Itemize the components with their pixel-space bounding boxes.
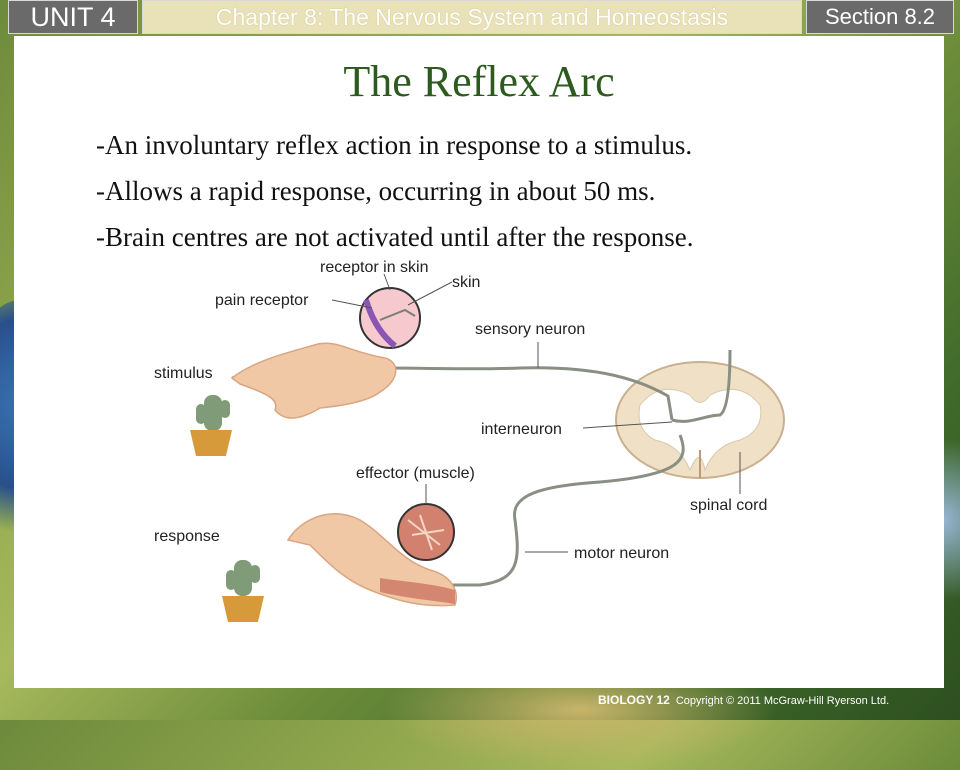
label-response: response xyxy=(154,528,220,545)
cactus-illustration xyxy=(222,560,264,622)
bullet-item: -Allows a rapid response, occurring in a… xyxy=(96,176,656,206)
label-effector: effector (muscle) xyxy=(356,465,475,482)
muscle-illustration xyxy=(380,578,455,604)
slide-panel: The Reflex Arc -An involuntary reflex ac… xyxy=(14,36,944,688)
slide-title: The Reflex Arc xyxy=(343,57,615,106)
bullet-item: -Brain centres are not activated until a… xyxy=(96,222,694,252)
label-sensory-neuron: sensory neuron xyxy=(475,321,585,338)
unit-box: UNIT 4 xyxy=(8,0,138,34)
label-spinal-cord: spinal cord xyxy=(690,497,767,514)
reflex-arc-diagram: receptor in skin skin pain receptor sens… xyxy=(154,259,785,622)
bullet-item: -An involuntary reflex action in respons… xyxy=(96,130,693,160)
footer-copyright: Copyright © 2011 McGraw-Hill Ryerson Ltd… xyxy=(675,695,890,707)
label-pain-receptor: pain receptor xyxy=(215,292,309,309)
leader-lines xyxy=(331,273,741,553)
label-stimulus: stimulus xyxy=(154,365,213,382)
footer-credit: BIOLOGY 12 Copyright © 2011 McGraw-Hill R… xyxy=(598,693,889,707)
label-motor-neuron: motor neuron xyxy=(574,545,669,562)
effector-inset xyxy=(397,503,455,561)
hand-illustration xyxy=(230,342,397,419)
receptor-inset xyxy=(359,287,421,349)
chapter-box: Chapter 8: The Nervous System and Homeos… xyxy=(142,0,802,34)
label-receptor-in-skin: receptor in skin xyxy=(320,259,429,276)
cactus-illustration xyxy=(190,395,232,456)
label-interneuron: interneuron xyxy=(481,421,562,438)
bullet-list: -An involuntary reflex action in respons… xyxy=(96,128,694,266)
section-box: Section 8.2 xyxy=(806,0,954,34)
footer-book: BIOLOGY 12 xyxy=(598,693,670,707)
label-skin: skin xyxy=(452,274,480,291)
